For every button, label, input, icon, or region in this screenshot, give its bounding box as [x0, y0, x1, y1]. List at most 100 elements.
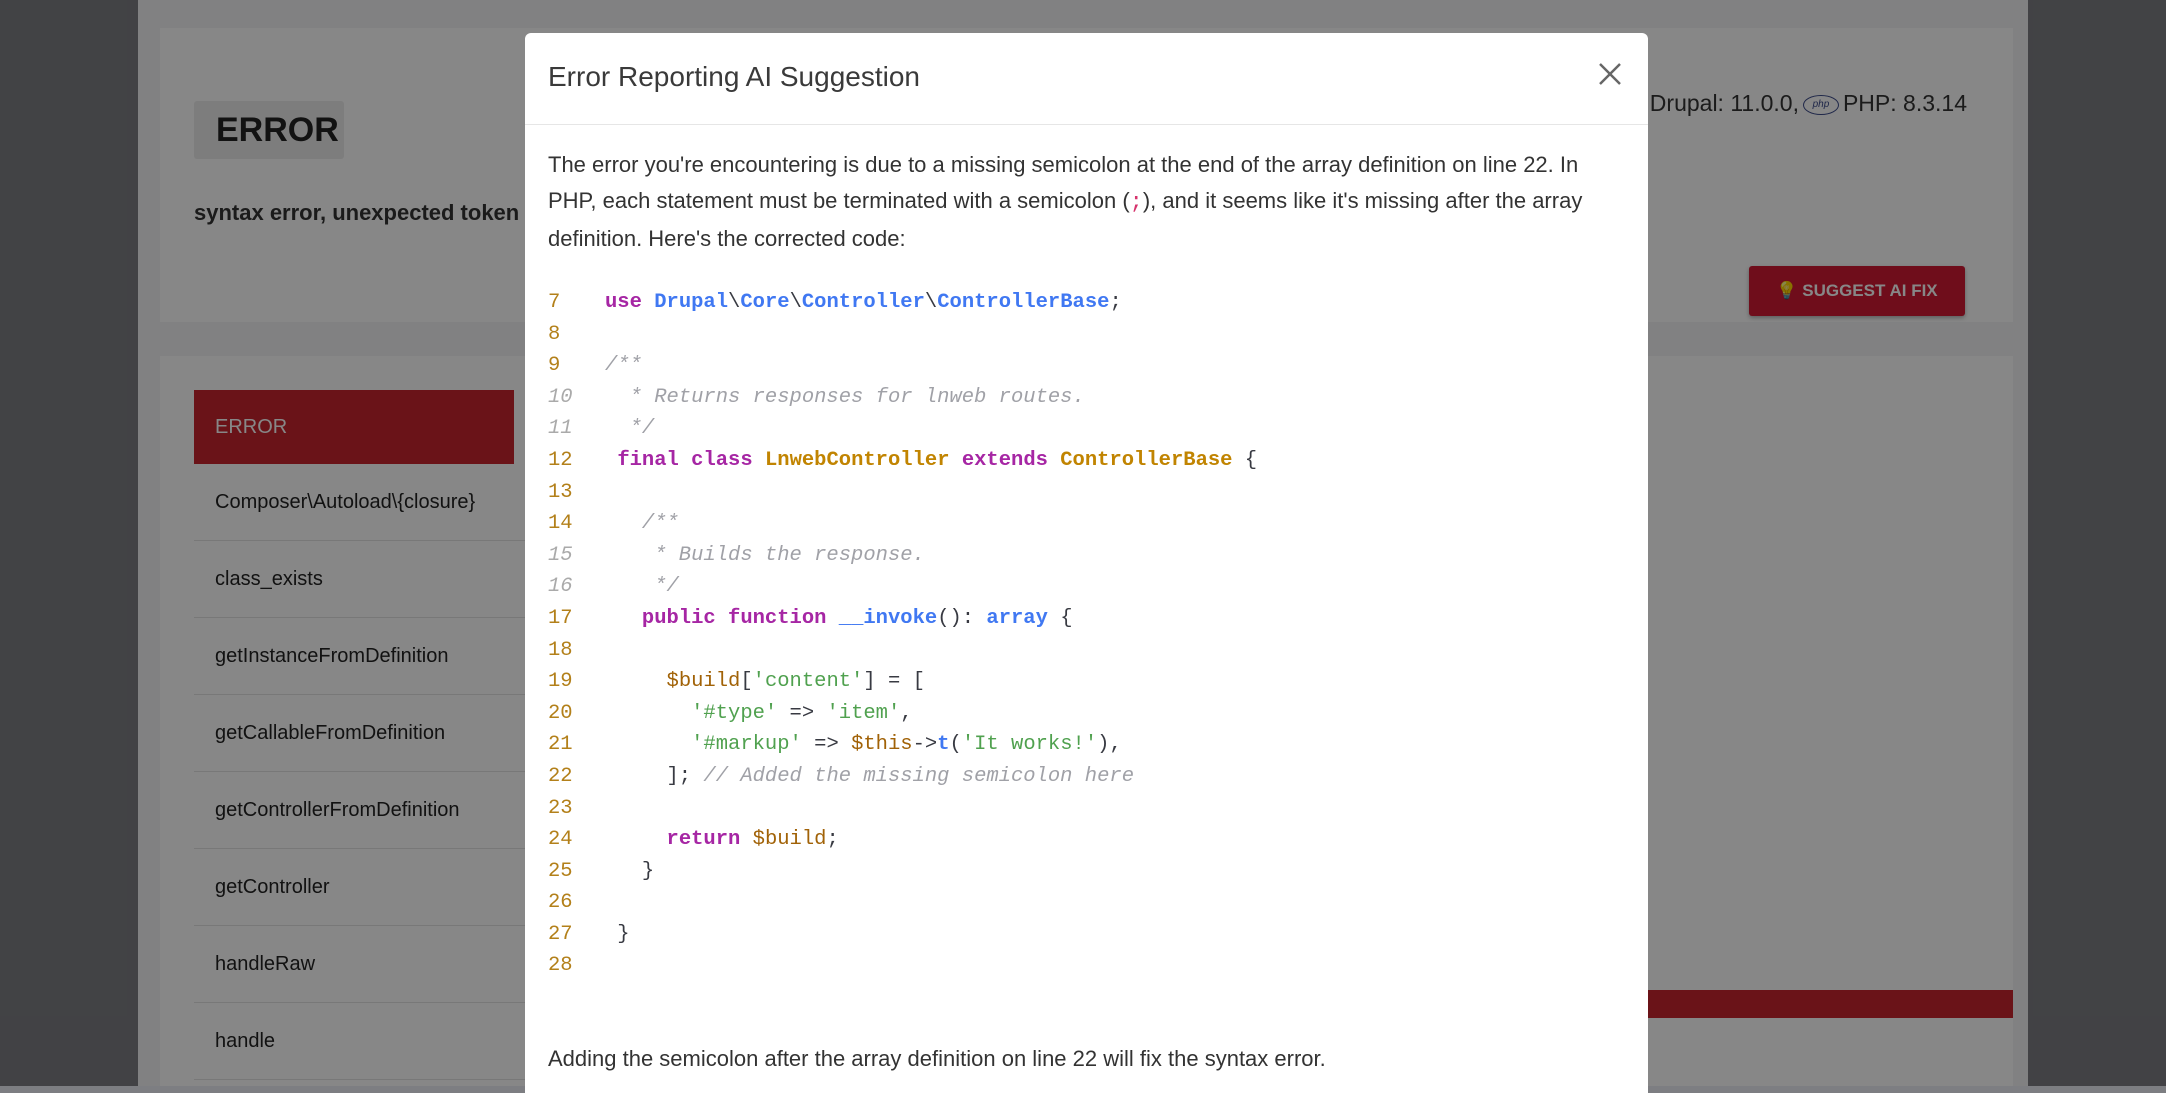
line-number: 8 — [548, 322, 561, 346]
code-token: t — [937, 733, 950, 757]
line-number: 13 — [548, 480, 573, 504]
code-line: 12 final class LnwebController extends C… — [548, 445, 1628, 477]
code-token: [ — [740, 670, 753, 694]
code-token: * Builds the response. — [605, 543, 925, 567]
code-token: 'item' — [826, 701, 901, 725]
explanation-text: The error you're encountering is due to … — [548, 152, 1579, 213]
php-version: PHP: 8.3.14 — [1842, 90, 1967, 116]
code-token: ] = [ — [863, 670, 925, 694]
code-token: { — [1047, 606, 1073, 630]
line-number: 10 — [548, 385, 573, 409]
stack-frame[interactable]: getInstanceFromDefinition — [194, 618, 614, 695]
code-token — [642, 291, 654, 314]
stack-frame[interactable]: getControllerFromDefinition — [194, 772, 614, 849]
code-token: ), — [1097, 733, 1122, 757]
code-line: 22 ]; // Added the missing semicolon her… — [548, 761, 1628, 793]
error-badge: ERROR — [194, 101, 344, 159]
stack-frame[interactable]: Composer\Autoload\{closure} — [194, 464, 614, 541]
code-token: $build — [752, 828, 827, 852]
line-number: 12 — [548, 448, 573, 472]
code-token: ; — [1109, 291, 1122, 314]
code-token — [753, 449, 765, 472]
code-token — [740, 828, 752, 851]
code-token: use — [605, 291, 642, 314]
stack-frame[interactable]: getController — [194, 849, 614, 926]
code-token — [605, 828, 667, 851]
code-token: , — [900, 701, 913, 725]
code-token — [1048, 449, 1060, 472]
code-token — [950, 449, 962, 472]
code-token: } — [605, 859, 655, 883]
line-number: 16 — [548, 575, 573, 599]
code-token: ( — [949, 733, 962, 757]
code-token: class — [691, 448, 753, 472]
code-token: array — [986, 606, 1048, 630]
suggestion-conclusion: Adding the semicolon after the array def… — [548, 1046, 1326, 1071]
line-number: 9 — [548, 354, 561, 378]
code-line: 25 } — [548, 856, 1628, 888]
code-token: /** — [605, 354, 642, 378]
code-line: 15 * Builds the response. — [548, 540, 1628, 572]
code-token: LnwebController — [764, 448, 950, 472]
error-message: syntax error, unexpected token "r — [194, 200, 545, 225]
drupal-version: Drupal: 11.0.0, — [1649, 90, 1799, 116]
code-token: Core — [740, 291, 790, 314]
code-line: 26 — [548, 887, 1628, 919]
code-token — [605, 702, 691, 725]
code-token: -> — [912, 733, 938, 757]
php-logo-icon: php — [1802, 94, 1839, 115]
code-token — [679, 449, 691, 472]
code-token: final — [617, 448, 679, 472]
code-token: \ — [924, 291, 938, 314]
code-token: $this — [851, 733, 913, 757]
line-number: 21 — [548, 733, 573, 757]
code-token: Drupal — [654, 291, 729, 314]
line-number: 11 — [548, 417, 573, 441]
line-number: 20 — [548, 701, 573, 725]
code-token: \ — [728, 291, 741, 314]
code-line: 24 return $build; — [548, 824, 1628, 856]
code-line: 27 } — [548, 919, 1628, 951]
code-line: 11 */ — [548, 413, 1628, 445]
suggest-ai-fix-button[interactable]: 💡 SUGGEST AI FIX — [1749, 266, 1965, 316]
stack-frame[interactable]: getCallableFromDefinition — [194, 695, 614, 772]
code-token: * Returns responses for lnweb routes. — [605, 385, 1085, 409]
code-line: 21 '#markup' => $this->t('It works!'), — [548, 729, 1628, 761]
code-token — [605, 670, 667, 693]
line-number: 7 — [548, 291, 561, 314]
code-line: 28 — [548, 950, 1628, 982]
line-number: 26 — [548, 891, 573, 915]
line-number: 25 — [548, 859, 573, 883]
code-line: 14 /** — [548, 508, 1628, 540]
code-token: function — [728, 606, 827, 630]
line-number: 22 — [548, 764, 573, 788]
line-number: 17 — [548, 606, 573, 630]
line-number: 14 — [548, 512, 573, 536]
code-token: { — [1232, 448, 1258, 472]
code-line: 13 — [548, 477, 1628, 509]
code-token: \ — [789, 291, 802, 314]
stack-frame[interactable]: handle — [194, 1003, 614, 1080]
code-token — [826, 607, 838, 630]
code-token — [605, 607, 642, 630]
modal-header: Error Reporting AI Suggestion — [525, 33, 1648, 125]
code-token: '#type' — [691, 701, 778, 725]
code-token: ]; — [605, 764, 704, 788]
code-line: 17 public function __invoke(): array { — [548, 603, 1628, 635]
code-token: $build — [666, 670, 741, 694]
stack-frame[interactable]: handleRaw — [194, 926, 614, 1003]
line-number: 18 — [548, 638, 573, 662]
code-token — [605, 733, 691, 756]
line-number: 24 — [548, 828, 573, 852]
stack-trace-header[interactable]: ERROR — [194, 390, 514, 464]
code-token — [716, 607, 728, 630]
code-line: 8 — [548, 319, 1628, 351]
close-button[interactable] — [1590, 55, 1630, 95]
code-line: 18 — [548, 635, 1628, 667]
code-token: ControllerBase — [1060, 448, 1233, 472]
code-token: ControllerBase — [937, 291, 1110, 314]
stack-frame[interactable]: class_exists — [194, 541, 614, 618]
code-token: 'It works!' — [961, 733, 1098, 757]
